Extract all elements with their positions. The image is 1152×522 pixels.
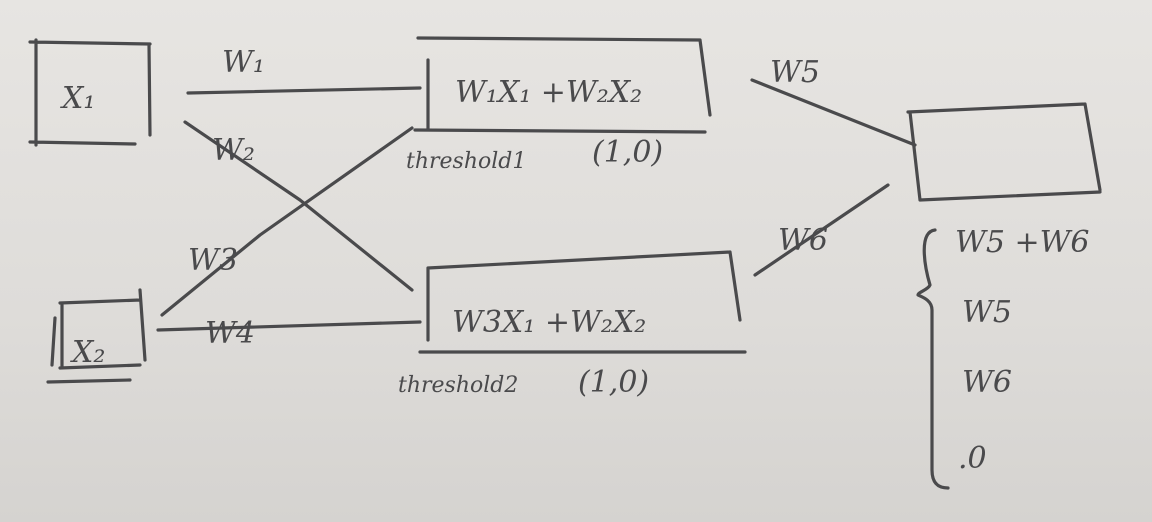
input-node-x1: X₁: [28, 38, 152, 147]
hidden-node-1: W₁X₁ +W₂X₂ threshold1 (1,0): [406, 36, 712, 174]
output-node: [906, 102, 1102, 202]
weight-label-w3: W3: [188, 243, 238, 278]
connections: [156, 78, 917, 332]
edge-w4: [156, 320, 422, 332]
edge-w5: [750, 78, 917, 147]
output-value-4: .0: [958, 441, 987, 476]
hidden-node-1-outputs: (1,0): [592, 135, 663, 170]
hidden-node-2-expression: W3X₁ +W₂X₂: [452, 305, 646, 340]
edge-w2: [183, 120, 414, 292]
output-value-3: W6: [962, 365, 1012, 400]
input-label-x1: X₁: [60, 81, 95, 116]
weight-label-w2: W₂: [212, 133, 255, 168]
weight-label-w1: W₁: [222, 45, 265, 80]
edge-w1: [186, 86, 422, 95]
weight-label-w6: W6: [778, 223, 828, 258]
output-value-1: W5 +W6: [955, 225, 1090, 260]
hidden-node-2-threshold: threshold2: [398, 373, 518, 398]
weight-label-w5: W5: [770, 55, 820, 90]
input-label-x2: X₂: [70, 335, 105, 370]
weight-label-w4: W4: [205, 316, 255, 351]
output-value-2: W5: [962, 295, 1012, 330]
input-node-x2: X₂: [46, 288, 147, 384]
edge-w6: [753, 183, 890, 277]
output-values-brace: W5 +W6 W5 W6 .0: [916, 225, 1090, 490]
edge-w3: [160, 126, 414, 317]
hidden-node-1-expression: W₁X₁ +W₂X₂: [455, 75, 642, 110]
hidden-node-2-outputs: (1,0): [578, 365, 649, 400]
hidden-node-2: W3X₁ +W₂X₂ threshold2 (1,0): [398, 250, 747, 400]
hidden-node-1-threshold: threshold1: [406, 149, 526, 174]
